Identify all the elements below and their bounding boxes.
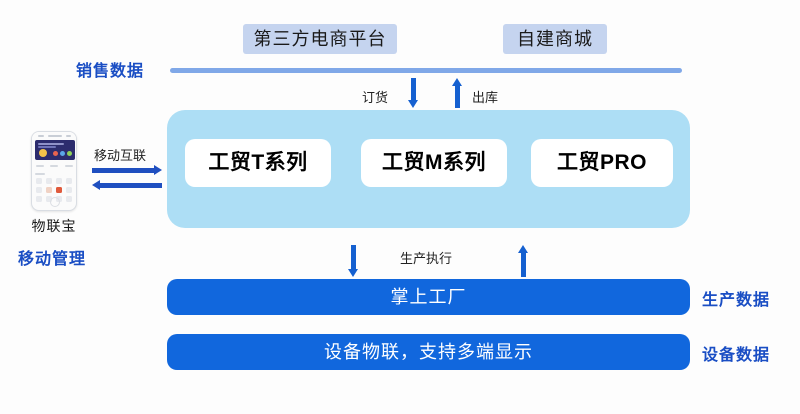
product-card-gongmao-pro[interactable]: 工贸PRO bbox=[531, 139, 673, 187]
bar-device-iot[interactable]: 设备物联，支持多端显示 bbox=[167, 334, 690, 370]
phone-quick-stats bbox=[35, 162, 75, 170]
badge-third-party-platform: 第三方电商平台 bbox=[243, 24, 397, 54]
phone-home-button bbox=[50, 197, 60, 207]
label-production-execution-flow: 生产执行 bbox=[400, 251, 453, 266]
label-mobile-app-name: 物联宝 bbox=[31, 218, 77, 234]
label-production-data: 生产数据 bbox=[702, 292, 771, 309]
label-outbound-flow: 出库 bbox=[472, 90, 499, 105]
arrow-down-order-icon bbox=[408, 78, 418, 108]
label-device-data: 设备数据 bbox=[702, 347, 771, 364]
arrow-left-mobile-icon bbox=[92, 180, 162, 190]
arrow-down-production-icon bbox=[348, 245, 358, 277]
label-mobile-management: 移动管理 bbox=[18, 251, 87, 268]
phone-banner-card bbox=[35, 140, 75, 160]
mobile-phone-illustration bbox=[31, 131, 77, 211]
arrow-up-production-icon bbox=[518, 245, 528, 277]
sales-divider-line bbox=[170, 68, 682, 73]
label-mobile-internet-flow: 移动互联 bbox=[94, 148, 147, 163]
product-card-gongmao-t[interactable]: 工贸T系列 bbox=[185, 139, 331, 187]
phone-status-bar bbox=[32, 132, 76, 139]
bar-palm-factory[interactable]: 掌上工厂 bbox=[167, 279, 690, 315]
label-sales-data: 销售数据 bbox=[76, 63, 145, 80]
badge-self-built-mall: 自建商城 bbox=[503, 24, 607, 54]
product-card-gongmao-m[interactable]: 工贸M系列 bbox=[361, 139, 507, 187]
erp-product-panel: 工贸T系列 工贸M系列 工贸PRO bbox=[167, 110, 690, 228]
arrow-right-mobile-icon bbox=[92, 165, 162, 175]
arrow-up-outbound-icon bbox=[452, 78, 462, 108]
label-order-flow: 订货 bbox=[362, 90, 389, 105]
phone-body bbox=[31, 131, 77, 211]
